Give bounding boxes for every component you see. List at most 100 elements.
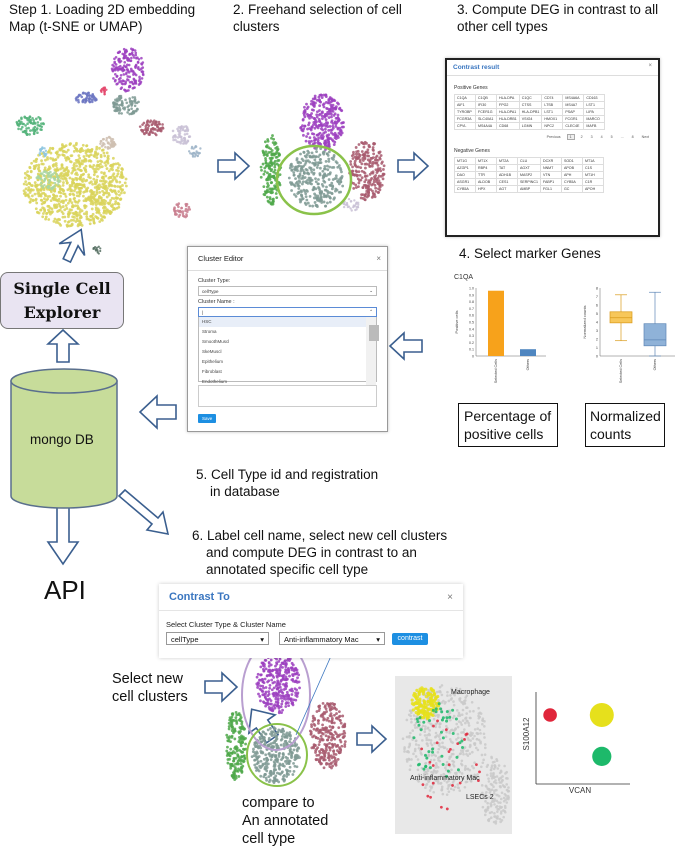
step1-line2: Map (t-SNE or UMAP) xyxy=(9,19,143,34)
single-cell-explorer-box: Single Cell Explorer xyxy=(0,272,124,329)
bar-ytick: 0.4 xyxy=(469,327,474,331)
step5-line2: in database xyxy=(210,484,280,499)
pager-item[interactable]: 5 xyxy=(610,135,613,139)
notes-textarea[interactable] xyxy=(198,385,377,407)
freehand-selection-lasso xyxy=(275,144,353,216)
select-new-line1: Select new xyxy=(112,671,183,687)
pager-item[interactable]: Previous xyxy=(546,135,561,139)
scatter-point xyxy=(543,708,557,722)
pager-item[interactable]: 4 xyxy=(600,135,603,139)
table-cell: GC xyxy=(560,185,583,193)
cluster-option[interactable]: Stroma xyxy=(202,329,217,334)
mongodb-cylinder-icon xyxy=(10,368,118,509)
caption-percentage-text: Percentage of positive cells xyxy=(464,407,551,443)
cluster-option[interactable]: SkeMuscl xyxy=(202,349,222,354)
table-cell: LIPA xyxy=(583,108,606,116)
table-cell: C1QC xyxy=(518,94,543,102)
bar-ytick: 0.7 xyxy=(469,307,474,311)
cluster-option[interactable]: Endothelium xyxy=(202,379,228,384)
table-cell: CD163 xyxy=(583,94,606,102)
table-cell: VSIG4 xyxy=(518,115,543,123)
caption-pct-line1: Percentage of xyxy=(464,408,552,424)
arrow-up-1 xyxy=(58,228,86,264)
table-cell: HMOX1 xyxy=(541,115,564,123)
save-button[interactable]: Save xyxy=(198,414,217,423)
bar-ytick: 1.0 xyxy=(469,287,474,291)
table-cell: RBP4 xyxy=(475,164,497,172)
positive-pager: Previous 1 2 3 4 5... 8 Next xyxy=(454,134,651,140)
box-category: Others xyxy=(653,359,657,370)
step3-line2: other cell types xyxy=(457,19,548,34)
caret-down-icon: ▾ xyxy=(376,635,380,644)
table-cell: CYB5A xyxy=(560,178,583,186)
table-cell: HPX xyxy=(475,185,497,193)
cluster-name-label: Cluster Name : xyxy=(198,299,235,305)
table-cell: HLA-DPA1 xyxy=(496,108,520,116)
embedding-map-contrast xyxy=(225,653,347,785)
cluster-name-select[interactable]: Anti-inflammatory Mac ▾ xyxy=(279,632,385,645)
step1-text: Step 1. Loading 2D embedding Map (t-SNE … xyxy=(9,1,195,35)
box-0 xyxy=(609,294,633,342)
compare-line1: compare to xyxy=(242,795,315,811)
table-cell: C1R xyxy=(581,178,604,186)
table-cell: LGMN xyxy=(518,122,543,130)
close-icon[interactable]: × xyxy=(648,63,652,69)
table-cell: ALDOB xyxy=(475,178,497,186)
table-cell: ADH1B xyxy=(496,171,518,179)
cluster-option[interactable]: SmoothMuscl xyxy=(202,339,230,344)
box-ytick: 1 xyxy=(596,346,598,350)
embedding-map-selection xyxy=(259,93,386,212)
step4-text: 4. Select marker Genes xyxy=(459,246,601,261)
pager-item[interactable]: ... xyxy=(620,135,624,139)
caption-norm-line2: counts xyxy=(590,426,632,442)
box-ytick: 2 xyxy=(596,338,598,342)
table-cell: DCXR xyxy=(539,157,562,165)
table-cell: TAT xyxy=(496,164,518,172)
step2-line1: 2. Freehand selection of cell xyxy=(233,2,402,17)
negative-genes-label: Negative Genes xyxy=(454,148,490,154)
table-cell: VTN xyxy=(539,171,562,179)
scatter-ylabel: S100A12 xyxy=(522,717,531,750)
caption-normalized xyxy=(585,403,665,447)
marker-gene-charts: C1QA00.10.20.30.40.50.60.70.80.91.0Posit… xyxy=(454,274,675,383)
bar-ytick: 0 xyxy=(472,355,474,359)
caption-pct-line2: positive cells xyxy=(464,426,544,442)
pager-item[interactable]: 8 xyxy=(631,135,634,139)
close-icon[interactable]: × xyxy=(447,592,453,603)
cluster-type-select[interactable]: cellType ⌄ xyxy=(198,286,377,296)
table-cell: TTR xyxy=(475,171,497,179)
arrow-diag-1 xyxy=(117,488,170,536)
bar-ytick: 0.1 xyxy=(469,348,474,352)
cluster-type-select[interactable]: cellType ▾ xyxy=(166,632,269,645)
table-cell: AGXT xyxy=(517,164,541,172)
cluster-option[interactable]: Epithelium xyxy=(202,359,224,364)
sce-line1: Single Cell xyxy=(13,279,111,298)
contrast-button[interactable]: contrast xyxy=(392,633,428,645)
pager-item[interactable]: 2 xyxy=(580,135,583,139)
cluster-name-input[interactable]: | ⌃ xyxy=(198,307,377,317)
arrow-up-2 xyxy=(45,328,81,363)
table-cell: MS4A7 xyxy=(562,101,585,109)
cluster-type-value: cellType xyxy=(171,635,199,644)
macrophage-label: Macrophage xyxy=(451,689,490,696)
scrollbar[interactable] xyxy=(366,317,379,385)
scrollbar-thumb[interactable] xyxy=(369,325,379,341)
close-icon[interactable]: × xyxy=(376,254,381,263)
positive-genes-label: Positive Genes xyxy=(454,85,488,91)
table-cell: AIF1 xyxy=(454,101,476,109)
pager-item[interactable]: 1 xyxy=(566,134,575,140)
cluster-option[interactable]: HSC xyxy=(199,317,376,327)
pager-item[interactable]: 3 xyxy=(590,135,593,139)
table-cell: AGT xyxy=(496,185,518,193)
table-cell: APH xyxy=(560,171,583,179)
table-cell: SOD1 xyxy=(560,157,583,165)
cluster-option[interactable]: Fibroblast xyxy=(202,369,222,374)
step2-text: 2. Freehand selection of cell clusters xyxy=(233,1,402,35)
pager-item[interactable]: Next xyxy=(641,135,649,139)
table-cell: APOB xyxy=(560,164,583,172)
